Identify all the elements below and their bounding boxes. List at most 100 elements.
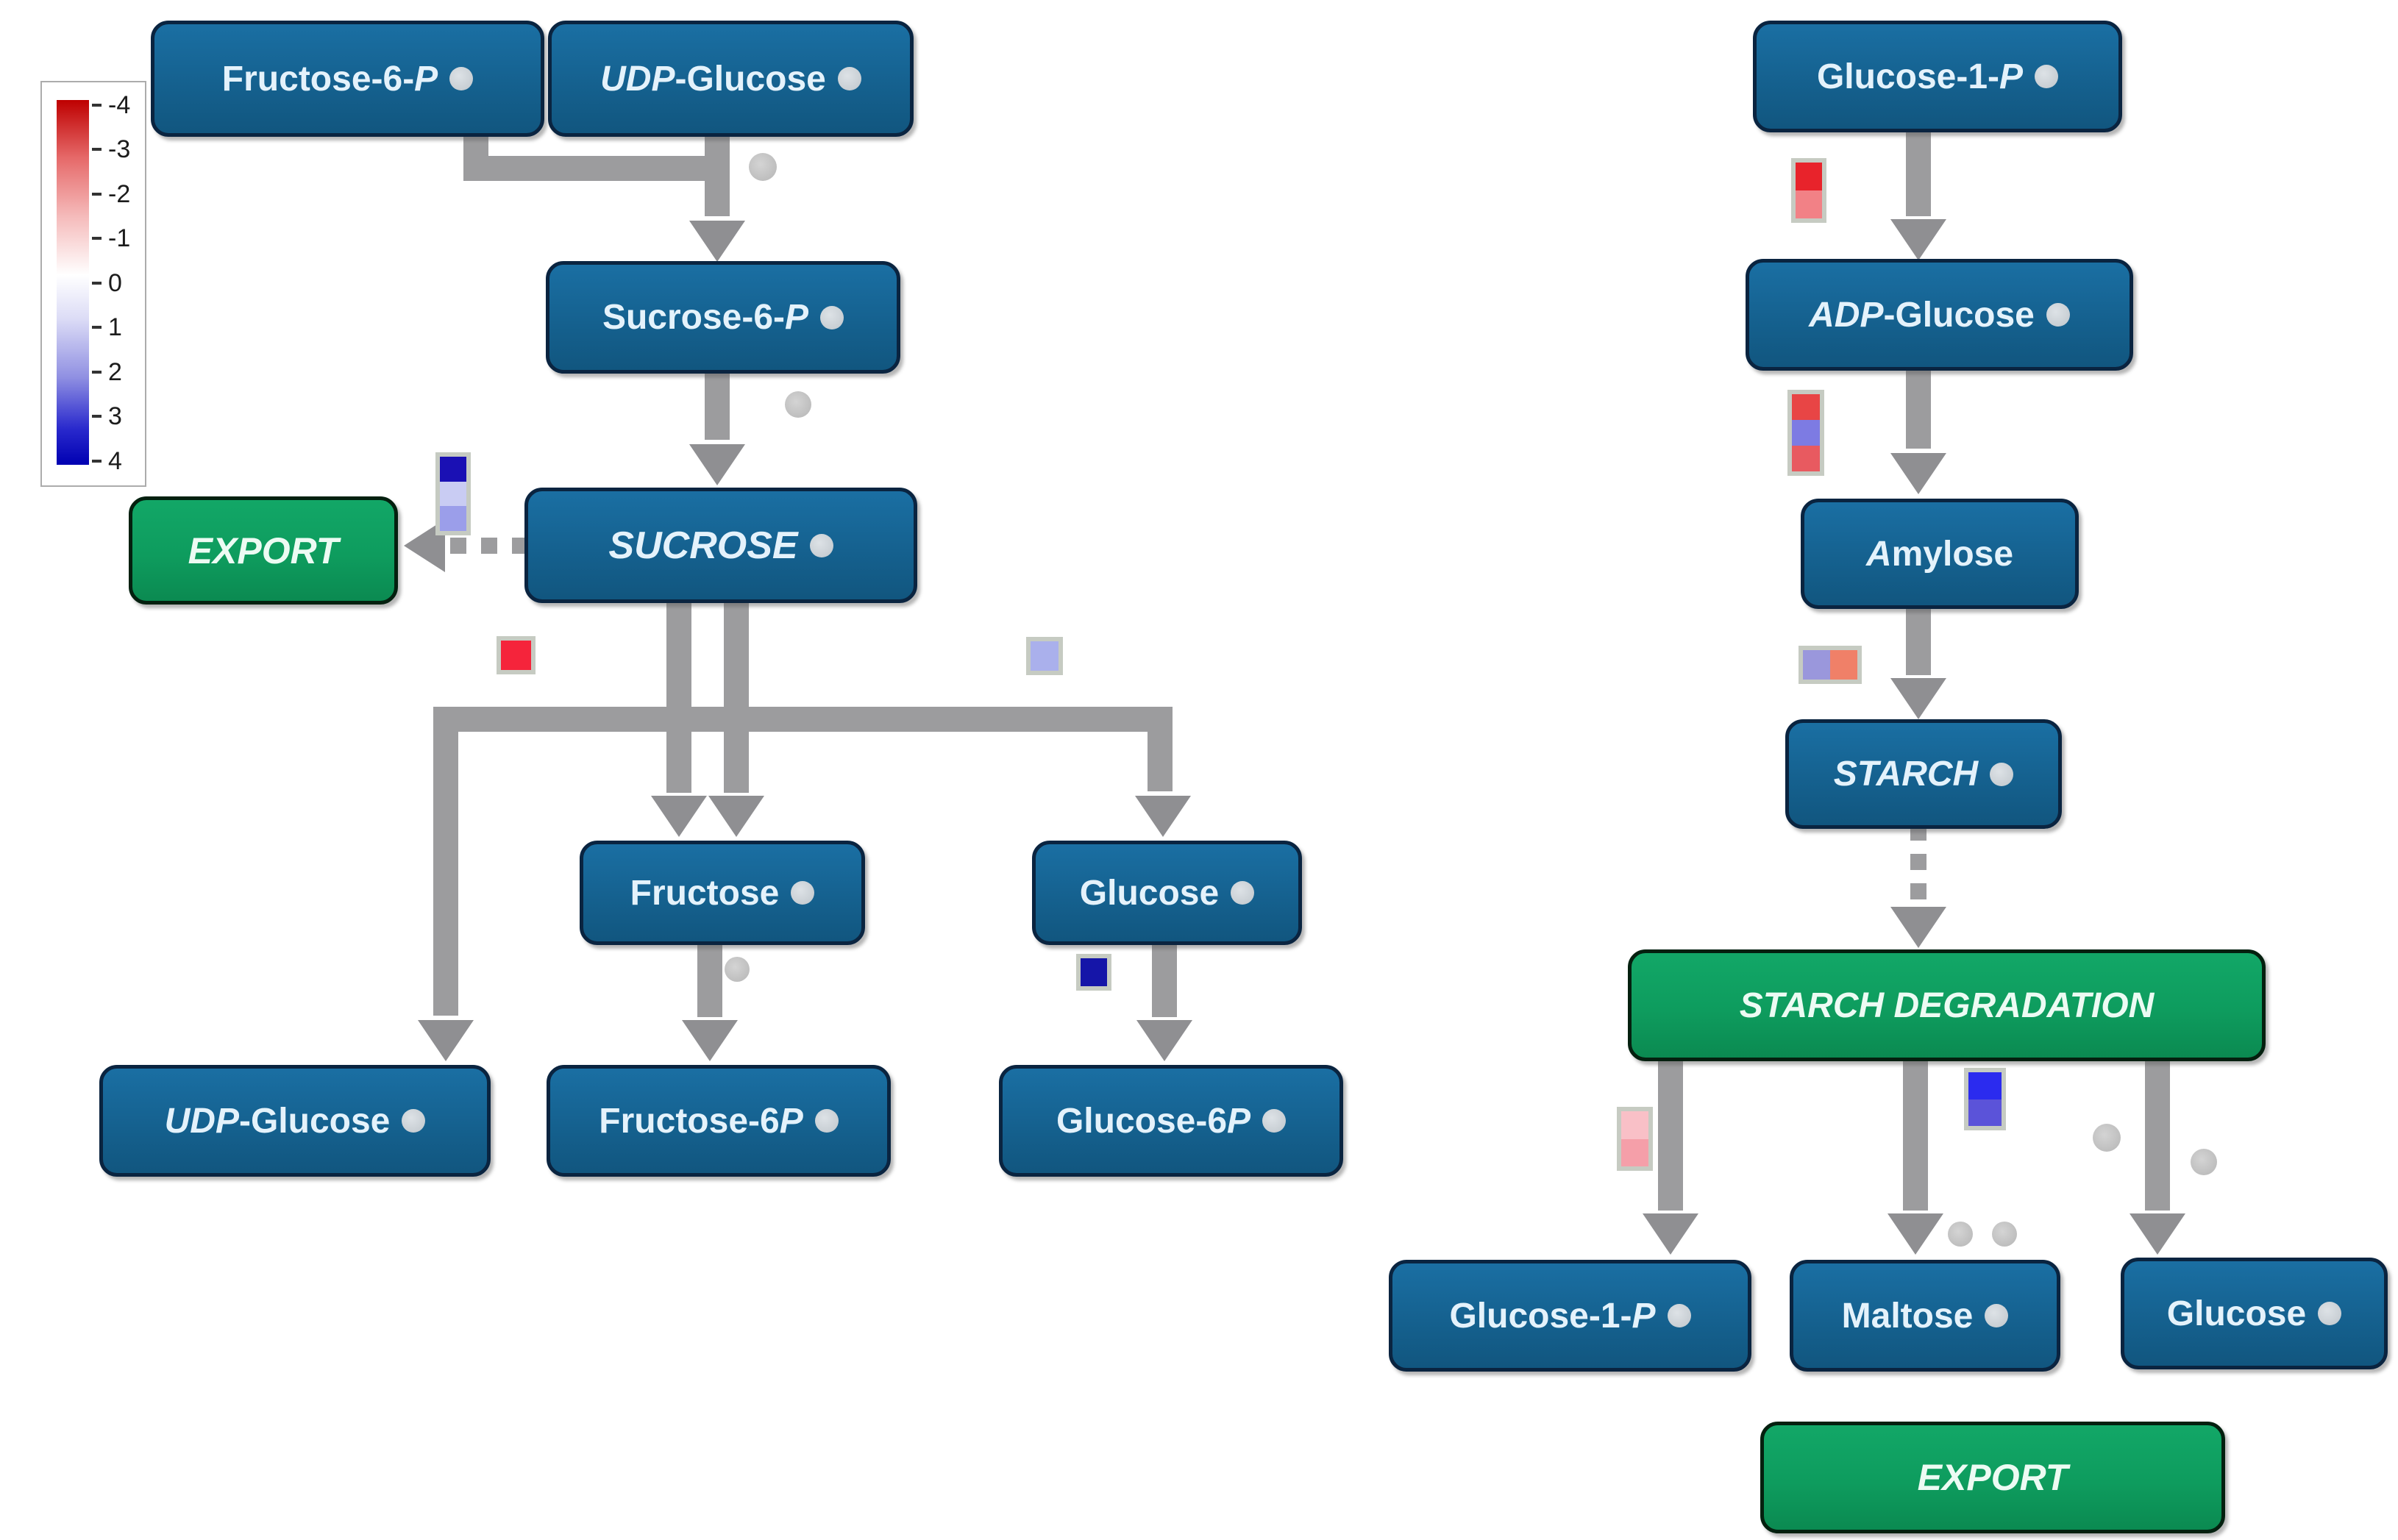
legend-tick: 2 [92,358,122,386]
heatmap-cell [1830,650,1857,680]
metabolite-dot [2046,303,2070,327]
node-glucose-mid: Glucose [1032,841,1302,945]
enzyme-dot [785,391,811,418]
metabolite-dot [1985,1304,2009,1327]
legend-tick: -1 [92,224,130,252]
arrow-fructose-to-f6p [697,936,722,1017]
metabolite-dot [402,1109,426,1133]
node-glucose-1-p-top: Glucose-1-P [1753,21,2122,132]
metabolite-dot [791,881,815,905]
metabolite-dot [2035,65,2059,88]
metabolite-dot [820,305,844,329]
heatmap-cell [1792,394,1820,420]
legend-tick: -4 [92,91,130,119]
dashed-arrow-starch-to-degradation [1910,824,1926,905]
heatmap-cell [440,506,466,532]
enzyme-dot [725,957,750,982]
heatmap-cell [1081,958,1107,986]
heatmap-cell [1621,1138,1648,1166]
legend-tick: 1 [92,313,122,341]
node-glucose-bottom: Glucose [2121,1258,2388,1369]
metabolite-dot [1231,881,1255,905]
heatmap-cell [501,641,531,670]
metabolite-dot [809,533,833,557]
heatmap-cell [1968,1072,2002,1099]
heatmap-strip-sdeg-mid [1964,1068,2006,1130]
metabolite-dot [1262,1109,1287,1133]
heatmap-cell [1803,650,1830,680]
heatmap-cell [440,457,466,482]
arrow-sdeg-to-g1p [1658,1052,1683,1211]
enzyme-dot [1992,1222,2017,1247]
branch-horizontal [433,707,1173,732]
node-fructose: Fructose [580,841,865,945]
color-scale-legend: -4 -3 -2 -1 0 1 2 3 4 [40,81,146,487]
heatmap-cell [1796,190,1822,218]
arrowhead [418,1020,474,1061]
arrowhead [1890,907,1946,948]
heatmap-cell [1621,1111,1648,1139]
node-starch-degradation: STARCH DEGRADATION [1628,949,2266,1061]
legend-tick: -3 [92,135,130,163]
arrow-branch-to-glucose [1148,707,1173,791]
arrowhead [1890,678,1946,719]
heatmap-square-red [497,636,536,674]
node-starch: STARCH [1785,719,2062,829]
arrowhead [1890,219,1946,260]
enzyme-dot [749,153,777,181]
arrowhead [708,796,764,837]
arrowhead [689,221,745,262]
metabolite-dot [1667,1304,1691,1327]
enzyme-dot [1948,1222,1973,1247]
arrow-adpg-to-amylose [1906,362,1931,449]
heatmap-cell [1796,163,1822,190]
metabolite-dot [837,67,861,90]
node-sucrose-6-p: Sucrose-6-P [546,261,900,374]
heatmap-strip-adpg [1787,390,1824,476]
arrowhead [1890,453,1946,494]
arrowhead [1888,1213,1943,1255]
arrow-sdeg-to-maltose [1903,1052,1928,1211]
node-maltose: Maltose [1790,1260,2060,1372]
heatmap-strip-g1p [1791,158,1826,223]
legend-gradient-bar [57,100,89,465]
enzyme-dot [2093,1124,2121,1152]
legend-tick: 0 [92,269,122,297]
node-sucrose: SUCROSE [524,488,917,603]
arrow-s6p-to-sucrose [705,366,730,440]
heatmap-cell [1792,446,1820,471]
arrow-udpg-to-s6p [705,129,730,216]
arrowhead [1135,796,1191,837]
arrow-amylose-to-starch [1906,600,1931,675]
node-glucose-1-p-bottom: Glucose-1-P [1389,1260,1751,1372]
arrow-sdeg-to-glucose [2145,1052,2170,1211]
arrowhead [1643,1213,1698,1255]
heatmap-strip-sdeg-left [1617,1107,1653,1171]
node-udp-glucose-top: UDP-Glucose [548,21,914,137]
arrow-sucrose-to-fructose-a [666,594,691,793]
node-export-left: EXPORT [129,496,398,605]
node-udp-glucose-bottom: UDP-Glucose [99,1065,491,1177]
arrowhead [1136,1020,1192,1061]
arrowhead [651,796,707,837]
heatmap-cell [440,481,466,507]
arrow-branch-to-udpg [433,707,458,1016]
heatmap-square-navy [1076,954,1111,991]
arrowhead [682,1020,738,1061]
metabolite-dot [1990,762,2014,786]
legend-tick: -2 [92,180,130,208]
connector-f6p-horizontal [463,156,726,181]
heatmap-cell [1031,641,1059,671]
arrowhead [2130,1213,2185,1255]
heatmap-square-lavender [1026,637,1063,675]
arrow-g1p-to-adpg [1906,124,1931,216]
metabolite-dot [814,1109,839,1133]
legend-tick: 4 [92,447,122,475]
node-fructose-6-p-top: Fructose-6-P [151,21,544,137]
dashed-arrow-sucrose-to-export [450,538,526,554]
heatmap-cell [1968,1099,2002,1126]
